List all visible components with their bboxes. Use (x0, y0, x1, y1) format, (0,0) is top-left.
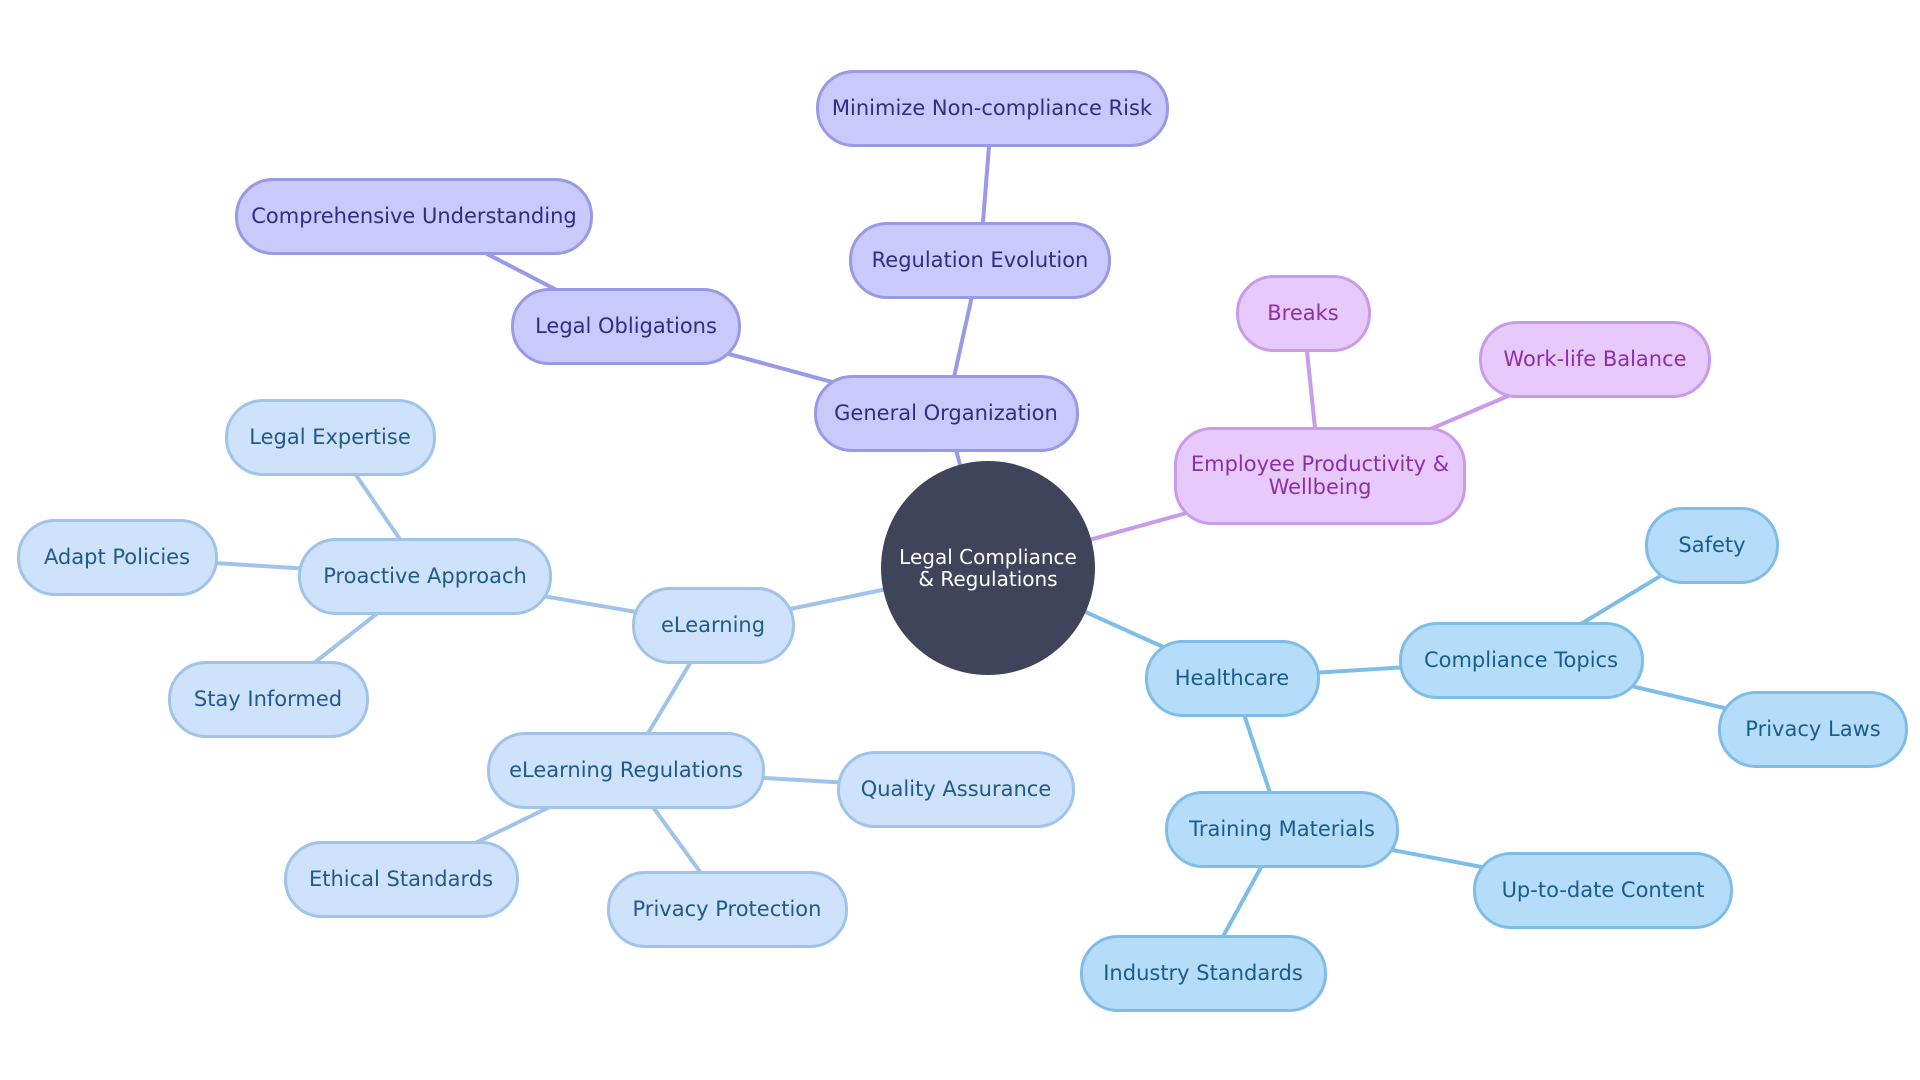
node-legal-expertise: Legal Expertise (224, 398, 436, 476)
node-root: Legal Compliance & Regulations (881, 461, 1095, 675)
node-work-life: Work-life Balance (1479, 320, 1711, 398)
node-privacy-protection: Privacy Protection (606, 870, 848, 948)
node-quality-assurance: Quality Assurance (837, 750, 1075, 828)
node-legal-obligations: Legal Obligations (511, 287, 741, 365)
node-comprehensive-understanding: Comprehensive Understanding (235, 177, 593, 255)
node-safety: Safety (1645, 506, 1779, 584)
node-uptodate: Up-to-date Content (1473, 851, 1733, 929)
node-privacy-laws: Privacy Laws (1718, 690, 1908, 768)
node-general-org: General Organization (813, 374, 1079, 452)
node-adapt-policies: Adapt Policies (16, 518, 218, 596)
node-ethical-standards: Ethical Standards (283, 840, 519, 918)
node-minimize-risk: Minimize Non-compliance Risk (815, 69, 1169, 147)
node-elearning-regs: eLearning Regulations (487, 731, 765, 809)
node-compliance-topics: Compliance Topics (1398, 621, 1644, 699)
node-regulation-evolution: Regulation Evolution (849, 221, 1111, 299)
node-productivity: Employee Productivity & Wellbeing (1174, 427, 1466, 525)
node-stay-informed: Stay Informed (167, 660, 369, 738)
node-elearning: eLearning (631, 586, 795, 664)
node-training-materials: Training Materials (1165, 790, 1399, 868)
node-breaks: Breaks (1235, 274, 1371, 352)
node-industry-standards: Industry Standards (1079, 934, 1327, 1012)
node-proactive: Proactive Approach (298, 537, 552, 615)
node-healthcare: Healthcare (1144, 639, 1320, 717)
